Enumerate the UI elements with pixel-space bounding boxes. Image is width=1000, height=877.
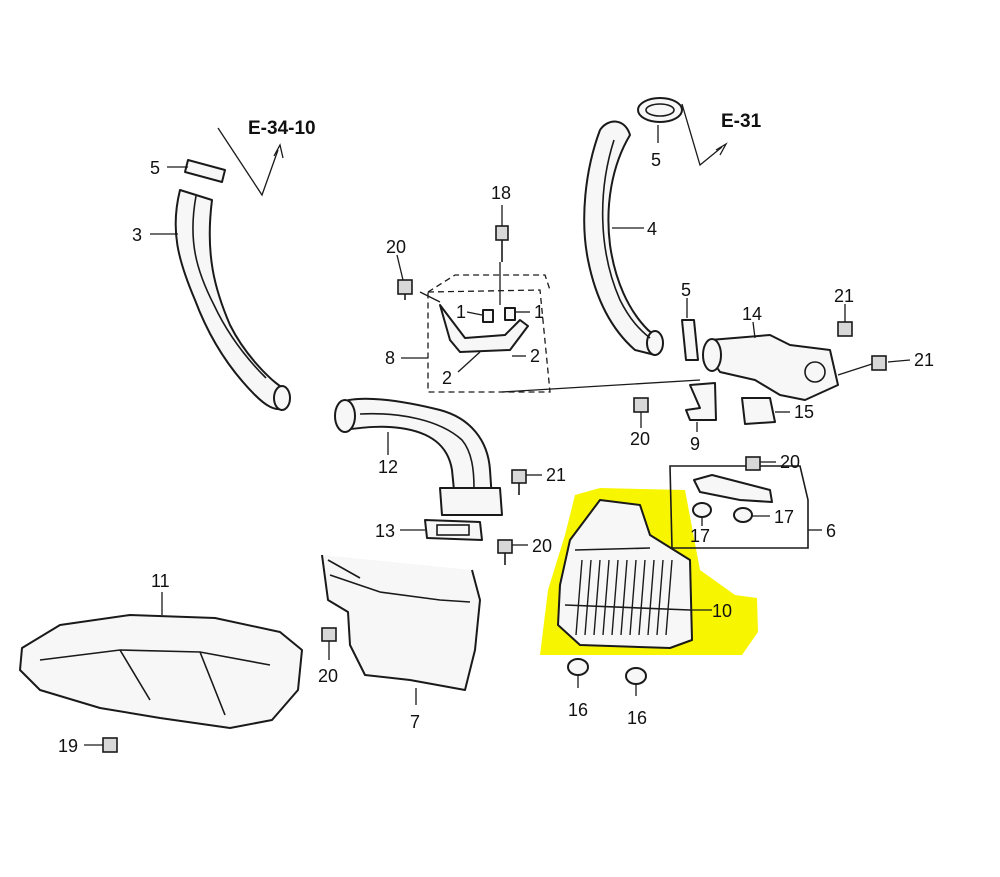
intercooler-fin — [593, 559, 601, 636]
intercooler-fin — [638, 559, 646, 636]
label-20-upper-right: 20 — [780, 452, 800, 472]
bracket-6-box — [669, 465, 809, 549]
ref-arrow-e34 — [217, 127, 284, 197]
intercooler-fin — [647, 559, 655, 636]
hose-3[interactable] — [174, 189, 291, 411]
label-13: 13 — [375, 521, 395, 541]
label-10: 10 — [712, 601, 732, 621]
label-11: 11 — [151, 571, 170, 591]
label-9: 9 — [690, 434, 700, 454]
intercooler-fin — [656, 559, 664, 636]
label-14: 14 — [742, 304, 762, 324]
bolt-19[interactable] — [102, 737, 118, 753]
intercooler-fin — [602, 559, 610, 636]
bolt-20-lower-left[interactable] — [321, 627, 337, 642]
intercooler-fin — [620, 559, 628, 636]
label-21-pipe: 21 — [546, 465, 566, 485]
label-7: 7 — [410, 712, 420, 732]
intercooler-fin — [584, 559, 592, 636]
label-1-right: 1 — [534, 302, 544, 322]
label-16-left: 16 — [568, 700, 588, 720]
ref-e31[interactable]: E-31 — [721, 111, 762, 132]
gasket-13[interactable] — [424, 519, 483, 541]
clamp-5-mid[interactable] — [681, 319, 699, 361]
label-15: 15 — [794, 402, 814, 422]
label-3: 3 — [132, 225, 142, 245]
bolt-21-right[interactable] — [871, 355, 887, 371]
bracket-8-box — [427, 274, 551, 393]
pipe-14[interactable] — [702, 334, 839, 401]
label-20-lower-left: 20 — [318, 666, 338, 686]
intercooler-fin — [575, 559, 583, 636]
label-18: 18 — [491, 183, 511, 203]
label-8: 8 — [385, 348, 395, 368]
label-20-top: 20 — [386, 237, 406, 257]
bolt-20-upper-right[interactable] — [745, 456, 761, 471]
label-16-right: 16 — [627, 708, 647, 728]
bracket-8[interactable] — [439, 304, 529, 353]
label-17-right: 17 — [774, 507, 794, 527]
mount-16-right[interactable] — [625, 667, 647, 685]
label-6: 6 — [826, 521, 836, 541]
label-20-bracket: 20 — [630, 429, 650, 449]
stay-7[interactable] — [321, 554, 481, 691]
label-4: 4 — [647, 219, 657, 239]
pipe-12[interactable] — [334, 397, 503, 516]
leader-lines-8 — [419, 262, 701, 393]
intercooler-fin — [629, 559, 637, 636]
label-2-right: 2 — [530, 346, 540, 366]
label-19: 19 — [58, 736, 78, 756]
bolt-20-mid[interactable] — [497, 539, 513, 565]
mount-16-left[interactable] — [567, 658, 589, 676]
label-21-right: 21 — [914, 350, 934, 370]
label-2-left: 2 — [442, 368, 452, 388]
intercooler-10[interactable] — [557, 499, 693, 649]
label-1-left: 1 — [456, 302, 466, 322]
label-12: 12 — [378, 457, 398, 477]
bracket-9[interactable] — [685, 382, 717, 421]
label-17-left: 17 — [690, 526, 710, 546]
gasket-15[interactable] — [741, 397, 776, 425]
ref-e34-10[interactable]: E-34-10 — [248, 118, 316, 139]
label-5-top-left: 5 — [150, 158, 160, 178]
bolt-21-upper[interactable] — [837, 321, 853, 337]
clamp-5-top-left[interactable] — [184, 159, 226, 183]
intercooler-fin — [665, 559, 673, 636]
bolt-20-bracket[interactable] — [633, 397, 649, 413]
label-21-upper: 21 — [834, 286, 854, 306]
hose-4[interactable] — [583, 120, 664, 356]
label-20-mid: 20 — [532, 536, 552, 556]
intercooler-fin — [611, 559, 619, 636]
clamp-5-top-right[interactable] — [637, 97, 683, 123]
cover-11[interactable] — [19, 614, 303, 729]
label-5-mid: 5 — [681, 280, 691, 300]
label-5-top-right: 5 — [651, 150, 661, 170]
bolt-18[interactable] — [495, 225, 509, 262]
bracket-6[interactable] — [692, 474, 773, 523]
ref-arrow-e31 — [681, 103, 728, 167]
bolt-20-left[interactable] — [397, 279, 413, 300]
bolt-21-pipe[interactable] — [511, 469, 527, 495]
